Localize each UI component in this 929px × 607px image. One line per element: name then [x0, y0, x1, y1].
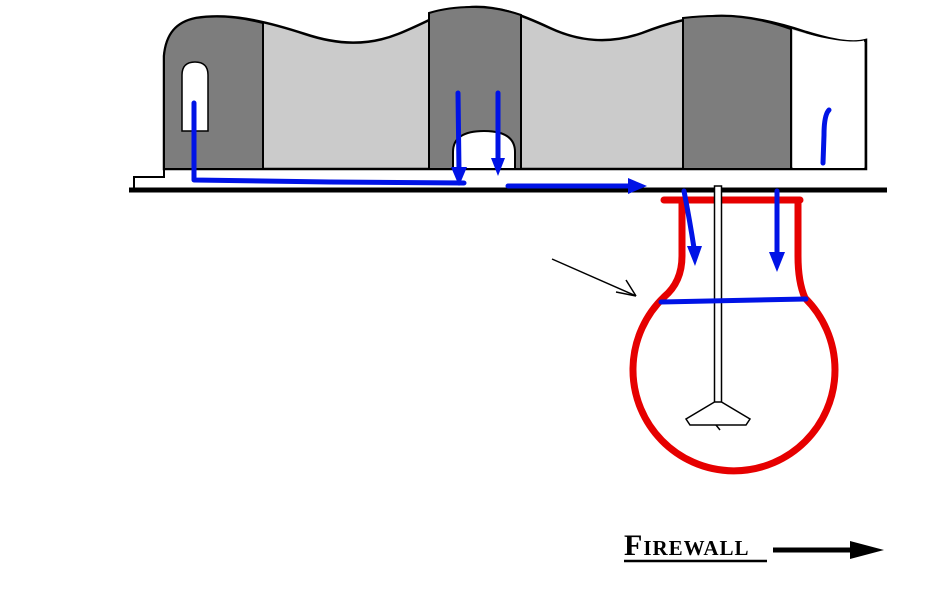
firewall-arrow	[773, 541, 884, 559]
airflow-lines	[191, 90, 832, 305]
port-inflow-left-arrow	[687, 246, 702, 266]
valve-head	[684, 401, 752, 426]
firewall-arrow-head	[850, 541, 884, 559]
port-inflow-right-arrow	[769, 252, 785, 272]
cowl-right-white-bay	[793, 30, 864, 168]
airflow-arrowheads	[451, 158, 785, 272]
valve-seat-flow-line	[658, 296, 809, 305]
port-inflow-line-left	[681, 188, 697, 251]
center-arch-cutout	[452, 129, 516, 170]
baffle-left	[163, 15, 264, 170]
pointer-arrow	[551, 258, 637, 297]
center-downdraft-arrow-left	[451, 167, 467, 186]
pointer-head	[615, 279, 637, 297]
center-downdraft-line-left	[455, 90, 462, 173]
valve-port-bowl	[629, 198, 839, 475]
center-downdraft-arrow-right	[491, 158, 505, 176]
valve-head-tip	[715, 424, 721, 431]
left-downdraft-line	[191, 100, 467, 186]
bottom-left-step	[133, 169, 165, 189]
valve-port-outline	[629, 196, 839, 475]
center-exit-right-arrow	[628, 178, 647, 194]
left-slot-cutout	[181, 61, 209, 132]
right-downdraft-line	[820, 107, 832, 166]
baffle-right	[682, 14, 792, 170]
firewall-label: Firewall	[624, 529, 750, 562]
pointer-shaft	[551, 258, 637, 297]
valve-stem	[713, 185, 723, 405]
intake-valve	[684, 185, 752, 431]
